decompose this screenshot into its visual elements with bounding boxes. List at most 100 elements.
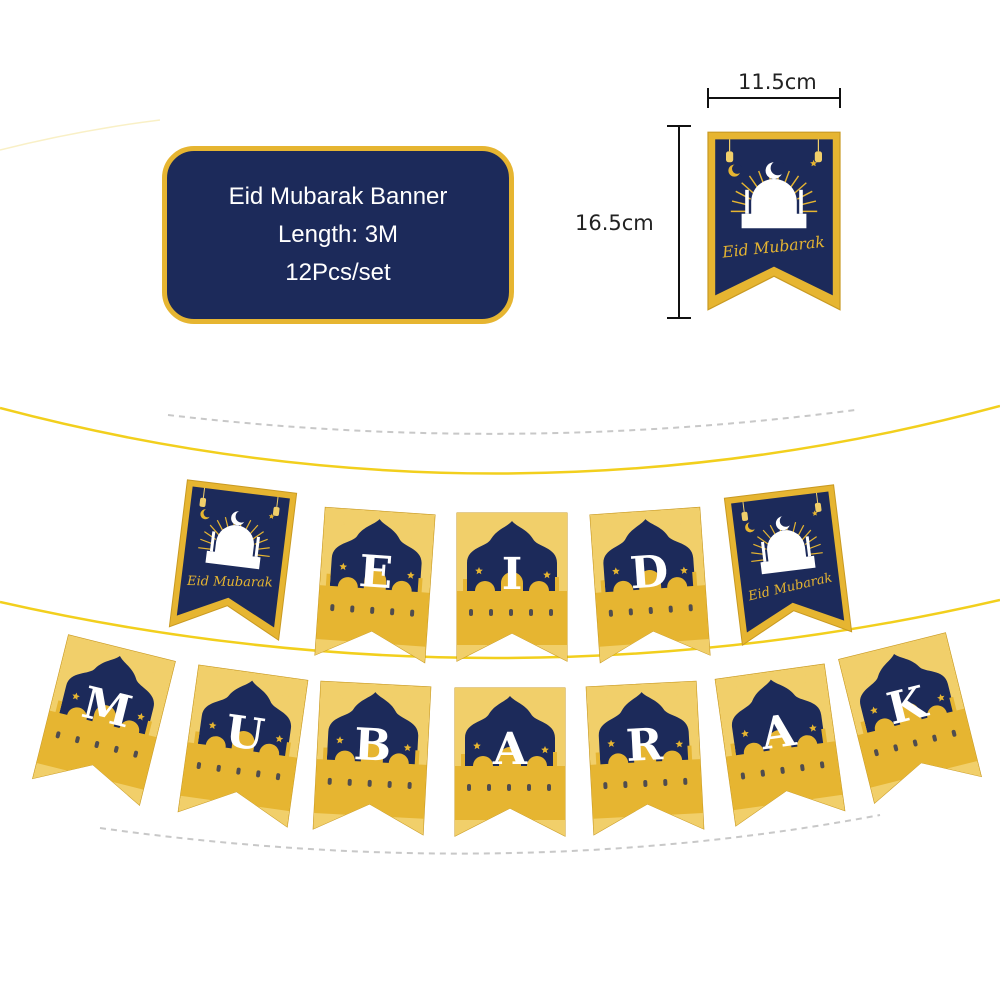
decorative-swoosh [0, 119, 161, 151]
city-skyline-icon [455, 747, 565, 820]
mosque-dome [760, 530, 816, 575]
flag-letter: A [757, 705, 800, 761]
garland-string [0, 404, 1000, 475]
star-icon [810, 159, 818, 167]
lantern-icon [410, 519, 417, 539]
city-skyline-icon [316, 570, 430, 647]
flag-letter: I [502, 549, 523, 600]
star-icon [741, 729, 749, 738]
crescent-moon-icon [765, 160, 785, 179]
lantern-icon [741, 501, 749, 522]
dashed-guide-line [99, 814, 881, 855]
lantern-icon [608, 519, 615, 539]
flag-letter: R [625, 719, 665, 772]
star-icon [809, 724, 817, 732]
star-icon [473, 742, 481, 750]
letter-flag: R [585, 680, 705, 836]
star-icon [275, 735, 284, 743]
crescent-moon-icon [200, 508, 213, 520]
star-icon [137, 712, 145, 721]
letter-flag: E [314, 506, 436, 664]
dashed-guide-line [167, 409, 856, 435]
info-box: Eid Mubarak Banner Length: 3M 12Pcs/set [162, 146, 514, 324]
lantern-icon [674, 688, 681, 708]
letter-flag: K [838, 632, 982, 805]
star-icon [72, 692, 80, 701]
star-icon [543, 571, 551, 579]
lantern-icon [199, 487, 207, 507]
letter-flag: A [714, 663, 846, 827]
letter-flag: I [456, 512, 568, 662]
lantern-icon [272, 496, 280, 517]
background-layer [0, 119, 1000, 855]
flag-letter: B [353, 719, 393, 772]
lantern-icon [336, 688, 343, 708]
star-icon [870, 706, 878, 715]
lantern-icon [79, 645, 87, 665]
emblem-flag: Eid Mubarak [723, 484, 853, 647]
star-icon [541, 746, 549, 754]
mosque-dome [205, 525, 261, 570]
lantern-icon [814, 139, 822, 163]
lantern-icon [726, 139, 734, 163]
star-icon [612, 567, 620, 575]
city-skyline-icon [180, 731, 297, 812]
lantern-icon [212, 673, 220, 693]
lantern-icon [859, 660, 867, 680]
lantern-icon [604, 691, 611, 711]
lantern-icon [678, 514, 685, 534]
letter-flag: B [312, 680, 432, 836]
emblem-flag: Eid Mubarak [707, 131, 841, 311]
mosque-dome [741, 179, 807, 229]
star-icon [407, 571, 415, 579]
lantern-icon [474, 519, 480, 538]
crescent-moon-icon [775, 514, 792, 531]
star-icon [937, 694, 945, 702]
banner-length: Length: 3M [277, 221, 399, 248]
city-skyline-icon [590, 743, 703, 819]
crescent-moon-icon [745, 521, 757, 533]
city-skyline-icon [595, 570, 709, 647]
star-icon [268, 513, 275, 519]
lantern-icon [542, 694, 548, 713]
lantern-icon [544, 519, 550, 538]
star-icon [811, 510, 818, 516]
city-skyline-icon [726, 728, 843, 811]
flag-letter: M [77, 677, 137, 738]
lantern-icon [281, 683, 289, 703]
lantern-icon [147, 662, 155, 682]
star-icon [208, 721, 217, 730]
emblem-flag: Eid Mubarak [168, 479, 298, 642]
lantern-icon [472, 694, 478, 713]
flag-letter: D [628, 546, 670, 600]
star-icon [675, 740, 684, 748]
flag-letter: A [492, 724, 528, 775]
star-icon [475, 567, 483, 575]
crescent-moon-icon [231, 510, 248, 526]
lantern-icon [927, 643, 935, 663]
city-skyline-icon [36, 700, 157, 790]
star-icon [339, 562, 348, 571]
width-label: 11.5cm [738, 70, 817, 94]
city-skyline-icon [457, 572, 567, 645]
lantern-icon [803, 672, 811, 692]
dimension-lines [667, 88, 841, 319]
lantern-icon [814, 492, 822, 512]
flag-script-text: Eid Mubarak [186, 574, 273, 591]
star-icon [403, 743, 412, 752]
sample-flag: Eid Mubarak [707, 131, 841, 311]
star-icon [680, 566, 688, 574]
star-icon [336, 736, 344, 744]
lantern-icon [340, 514, 347, 534]
garland-string [0, 598, 1000, 660]
lantern-icon [734, 682, 742, 702]
height-label: 16.5cm [575, 211, 654, 235]
lantern-icon [406, 691, 413, 711]
letter-flag: M [32, 634, 176, 807]
flag-letter: E [357, 546, 394, 599]
star-icon [607, 739, 615, 748]
top-garland: Eid Mubarak E I D Eid Mubarak [168, 479, 853, 664]
